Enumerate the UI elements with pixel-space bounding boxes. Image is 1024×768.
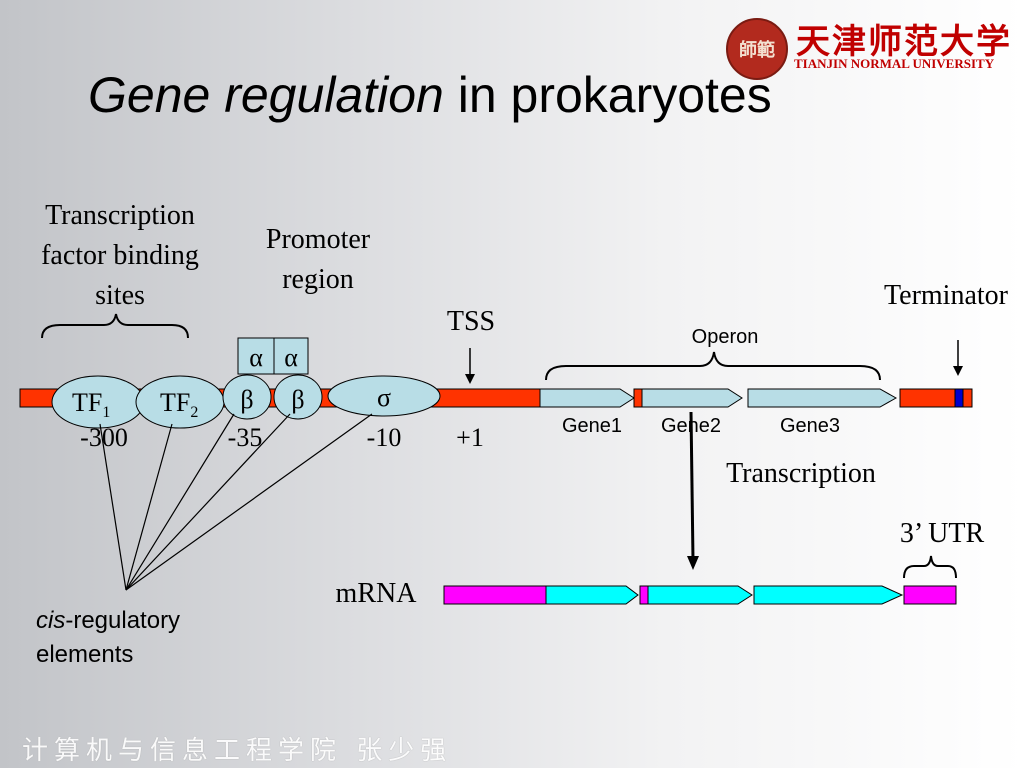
alpha-label-1: α [249,343,263,372]
promoter-line2: region [282,264,354,295]
beta-ellipse-1 [222,374,272,420]
cis-italic: cis [36,607,66,634]
mrna-gene2 [647,585,753,605]
tf-sites-line2: factor binding [41,240,199,271]
tf-sites-line1: Transcription [45,200,195,231]
sigma-ellipse [327,375,441,417]
operon-label: Operon [691,326,759,348]
mrna-3utr [903,585,957,605]
position-plus1: +1 [456,423,484,452]
tf-sites-line3: sites [95,280,145,311]
dna-spacer-1 [633,388,643,408]
mrna-gene3 [753,585,904,605]
title-italic: Gene regulation [88,67,444,123]
transcription-arrow-line [689,411,695,561]
seal-text: 師範 [739,40,775,61]
cis-line1: cis-regulatory [36,604,180,638]
mrna-spacer [639,585,649,605]
tf2-label: TF2 [160,388,198,421]
cis-line2: elements [36,641,134,668]
footer-text: 计算机与信息工程学院 张少强 [22,736,453,766]
utr-label: 3’ UTR [899,518,985,549]
promoter-region-label: Promoter region [238,220,398,300]
university-name-cn: 天津师范大学 [796,22,1012,62]
gene3-label: Gene3 [780,415,840,437]
position-minus10: -10 [367,423,402,452]
title-rest: in prokaryotes [443,67,772,123]
transcription-label: Transcription [726,458,876,489]
tf1-label: TF1 [72,388,110,421]
university-seal-logo: 師範 [726,18,788,80]
position-minus35: -35 [228,423,263,452]
dna-terminator-segment [899,388,973,408]
tf-binding-sites-label: Transcription factor binding sites [20,196,220,316]
operon-brace [545,351,881,381]
cis-rest: -regulatory [65,607,181,634]
gene2-arrow [641,388,743,408]
alpha-label-2: α [284,343,298,372]
mrna-gene1 [545,585,639,605]
beta-label-2: β [291,385,304,414]
cis-regulatory-lines [99,413,373,591]
terminator-mark [954,388,964,408]
beta-ellipse-2 [273,374,323,420]
tf-sites-brace [41,313,189,339]
terminator-label: Terminator [884,280,1008,311]
tss-label: TSS [446,306,496,337]
beta-label-1: β [240,385,253,414]
mrna-label: mRNA [335,578,417,609]
gene3-arrow [747,388,898,408]
cis-regulatory-label: cis-regulatory elements [36,604,180,672]
utr-brace [903,555,957,579]
mrna-5utr [443,585,547,605]
tss-arrow-head [465,374,475,384]
page-title: Gene regulation in prokaryotes [88,66,772,124]
alpha-box-1 [237,337,275,375]
gene1-label: Gene1 [562,415,622,437]
sigma-label: σ [377,383,391,412]
promoter-line1: Promoter [265,224,371,255]
university-name-en: TIANJIN NORMAL UNIVERSITY [794,56,995,71]
transcription-arrow-head [687,556,699,570]
gene1-arrow [539,388,635,408]
alpha-box-2 [273,337,309,375]
terminator-arrow-head [953,366,963,376]
